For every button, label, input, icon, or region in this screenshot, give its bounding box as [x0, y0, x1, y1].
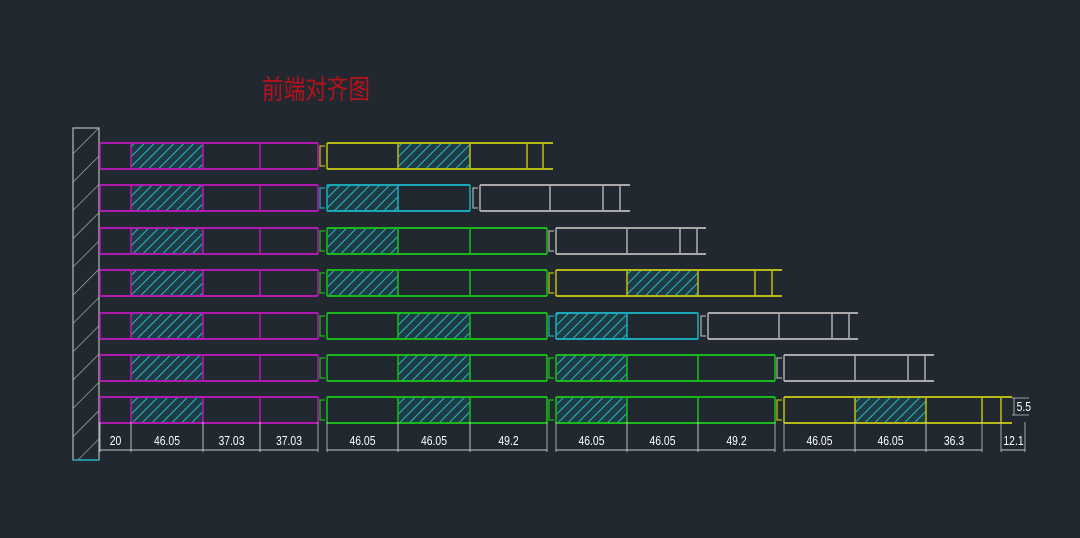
dimension-label: 46.05 [877, 433, 904, 448]
frame-segment-magenta [99, 184, 319, 212]
dimension-label: 46.05 [349, 433, 376, 448]
frame-rows [99, 142, 1012, 424]
frame-segment-green [319, 396, 548, 424]
frame-row [99, 184, 630, 212]
dimension-label: 49.2 [726, 433, 747, 448]
frame-row [99, 269, 782, 297]
frame-segment-gray [472, 184, 630, 212]
wall-hatch [72, 127, 100, 461]
frame-row [99, 312, 858, 340]
dimension-label: 20 [109, 433, 122, 448]
dimension-label: 12.1 [1003, 433, 1024, 448]
frame-segment-magenta [99, 269, 319, 297]
frame-row [99, 396, 1012, 424]
frame-segment-green [319, 227, 548, 255]
frame-segment-magenta [99, 354, 319, 382]
frame-segment-yellow [776, 396, 1012, 424]
frame-segment-green [548, 354, 776, 382]
frame-segment-green [319, 269, 548, 297]
frame-segment-cyan [319, 184, 471, 212]
frame-segment-gray [776, 354, 934, 382]
frame-segment-green [548, 396, 776, 424]
frame-segment-yellow [319, 142, 553, 170]
dimension-label: 37.03 [218, 433, 245, 448]
frame-row [99, 227, 706, 255]
frame-segment-green [319, 312, 548, 340]
drawing-title: 前端对齐图 [262, 75, 370, 106]
side-dimension-label: 5.5 [1016, 399, 1032, 414]
frame-segment-magenta [99, 142, 319, 170]
frame-segment-gray [700, 312, 858, 340]
frame-segment-gray [548, 227, 706, 255]
frame-segment-magenta [99, 396, 319, 424]
dimension-label: 37.03 [275, 433, 303, 448]
frame-row [99, 142, 553, 170]
dimension-label: 46.05 [649, 433, 676, 448]
frame-row [99, 354, 934, 382]
frame-segment-cyan [548, 312, 699, 340]
dimension-label: 49.2 [498, 433, 519, 448]
dimension-label: 46.05 [578, 433, 605, 448]
dimension-lines [99, 397, 1029, 452]
frame-segment-yellow [548, 269, 782, 297]
frame-segment-magenta [99, 312, 319, 340]
frame-segment-magenta [99, 227, 319, 255]
dimension-label: 36.3 [943, 433, 965, 448]
frame-segment-green [319, 354, 548, 382]
dimension-label: 46.05 [806, 433, 833, 448]
dimension-label: 46.05 [420, 433, 448, 448]
dimension-label: 46.05 [153, 433, 181, 448]
